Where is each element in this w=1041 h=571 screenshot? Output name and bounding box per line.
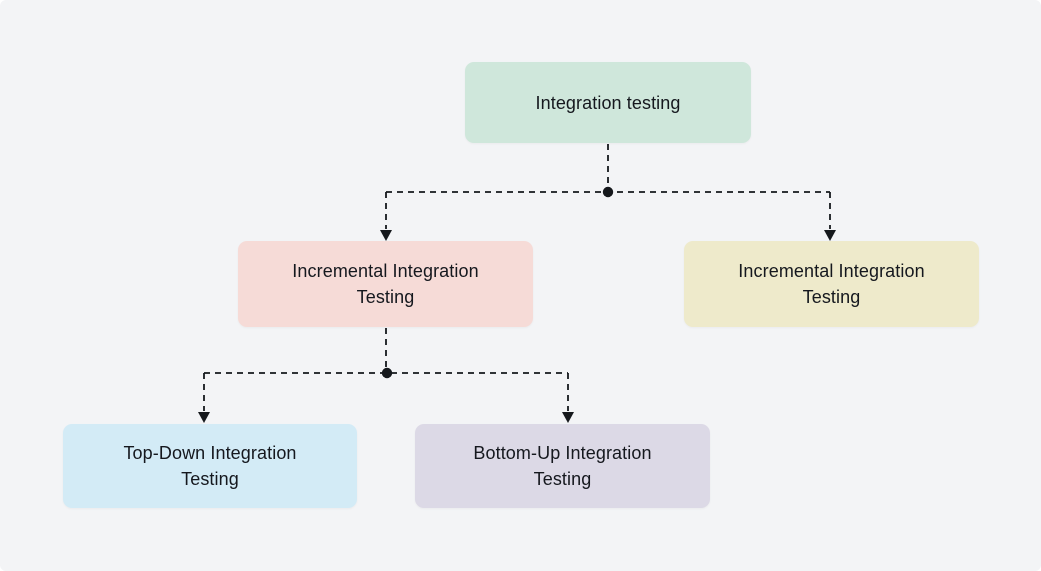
node-integration-testing: Integration testing — [465, 62, 751, 143]
node-label: Integration testing — [535, 92, 681, 113]
node-bottom-up-integration-testing: Bottom-Up Integration Testing — [415, 424, 710, 508]
node-incremental-integration-testing-right: Incremental Integration Testing — [684, 241, 979, 327]
junction-dot — [602, 186, 614, 198]
junction-dot — [381, 367, 393, 379]
node-label: Top-Down Integration Testing — [123, 443, 297, 489]
node-label: Bottom-Up Integration Testing — [473, 443, 652, 489]
arrow-down-icon — [562, 412, 574, 423]
node-top-down-integration-testing: Top-Down Integration Testing — [63, 424, 357, 508]
arrow-down-icon — [380, 230, 392, 241]
arrow-down-icon — [824, 230, 836, 241]
node-label: Incremental Integration Testing — [738, 261, 925, 307]
node-incremental-integration-testing-left: Incremental Integration Testing — [238, 241, 533, 327]
arrow-down-icon — [198, 412, 210, 423]
node-label: Incremental Integration Testing — [292, 261, 479, 307]
